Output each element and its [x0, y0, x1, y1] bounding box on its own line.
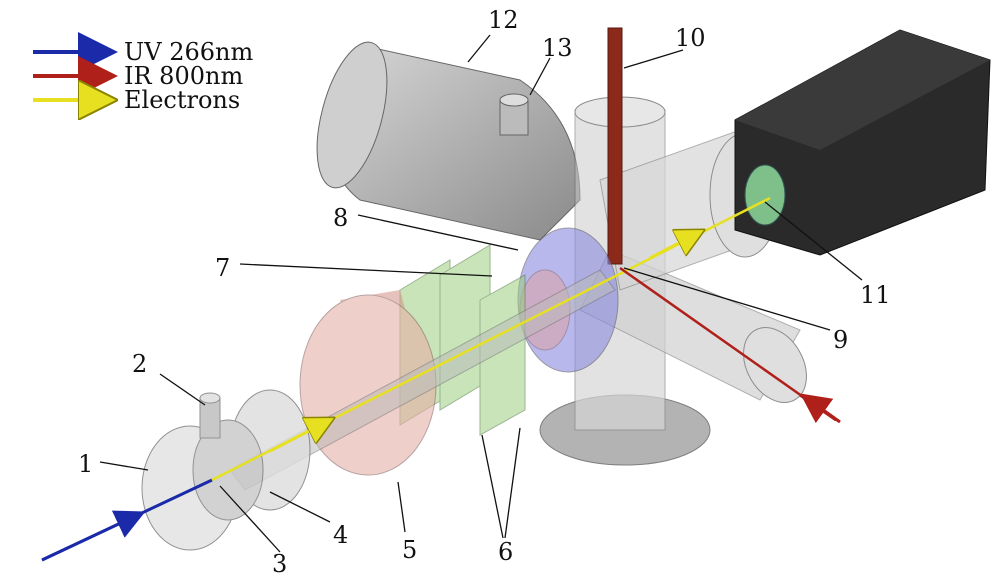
label-10: 10	[675, 24, 706, 52]
label-1: 1	[78, 450, 93, 478]
label-11: 11	[860, 281, 891, 309]
label-4: 4	[333, 521, 348, 549]
label-12: 12	[488, 6, 519, 34]
electron-arrow-2-icon	[649, 232, 700, 260]
ir-beam-arrow-icon	[800, 393, 841, 424]
legend: UV 266nm IR 800nm Electrons	[33, 32, 253, 114]
source-assembly	[141, 389, 311, 551]
label-13: 13	[542, 34, 573, 62]
uv-beam-arrow-icon	[41, 510, 146, 562]
label-2: 2	[132, 350, 147, 378]
label-6: 6	[498, 538, 513, 566]
legend-electrons: Electrons	[124, 86, 240, 114]
rod-10	[607, 27, 623, 265]
label-8: 8	[333, 204, 348, 232]
legend-ir: IR 800nm	[124, 62, 243, 90]
label-5: 5	[402, 536, 417, 564]
label-9: 9	[833, 326, 848, 354]
label-7: 7	[215, 254, 230, 282]
electron-arrow-1-icon	[269, 420, 330, 453]
ir-beam	[619, 266, 837, 422]
leader-lines	[99, 34, 863, 553]
label-3: 3	[272, 550, 287, 578]
legend-uv: UV 266nm	[124, 38, 253, 66]
detector-camera-11	[734, 29, 991, 256]
